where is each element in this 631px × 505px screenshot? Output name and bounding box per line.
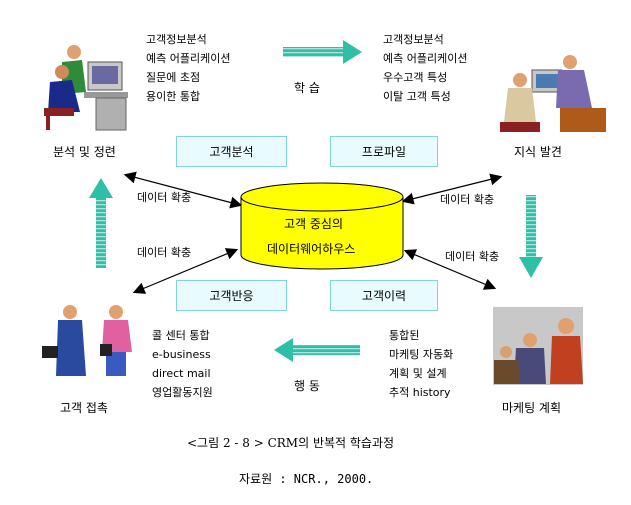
arrow-learning — [283, 40, 362, 64]
list-item: 영업활동지원 — [152, 386, 213, 399]
link-planning-dw — [403, 249, 497, 290]
list-item: direct mail — [152, 367, 211, 380]
list-item: 마케팅 자동화 — [389, 348, 454, 361]
bottom-left-list: 콜 센터 통합 e-business direct mail 영업활동지원 — [152, 326, 213, 402]
list-item: 예측 어플리케이션 — [383, 52, 468, 65]
list-item: 예측 어플리케이션 — [146, 52, 231, 65]
node-contact: 고객 접촉 — [60, 401, 108, 415]
discovery-illustration — [500, 55, 606, 132]
box-profile: 프로파일 — [330, 136, 438, 167]
node-analysis: 분석 및 정련 — [53, 145, 116, 159]
arrow-action — [274, 338, 360, 362]
list-item: 우수고객 특성 — [383, 71, 448, 84]
link-analysis-dw — [123, 171, 243, 209]
list-item: 콜 센터 통합 — [152, 329, 210, 342]
data-extension-label: 데이터 확충 — [445, 250, 500, 263]
dw-title-line1: 고객 중심의 — [284, 217, 344, 231]
arrow-down-right — [519, 195, 543, 278]
data-extension-label: 데이터 확충 — [137, 191, 192, 204]
box-customer-history: 고객이력 — [330, 280, 438, 311]
data-extension-label: 데이터 확충 — [137, 246, 192, 259]
data-warehouse-cylinder — [240, 182, 404, 270]
analyst-illustration — [44, 45, 128, 131]
learning-label: 학 습 — [294, 81, 320, 95]
box-customer-response: 고객반응 — [176, 280, 287, 311]
data-extension-label: 데이터 확충 — [440, 193, 495, 206]
box-customer-analysis: 고객분석 — [176, 136, 287, 167]
contact-illustration — [42, 305, 132, 376]
node-planning: 마케팅 계획 — [502, 401, 562, 415]
list-item: 용이한 통합 — [146, 90, 201, 103]
list-item: 이탈 고객 특성 — [383, 90, 451, 103]
top-right-list: 고객정보분석 예측 어플리케이션 우수고객 특성 이탈 고객 특성 — [383, 30, 467, 106]
list-item: 질문에 초점 — [146, 71, 201, 84]
list-item: 추적 history — [389, 386, 451, 399]
bottom-right-list: 통합된 마케팅 자동화 계획 및 설계 추적 history — [389, 326, 453, 402]
list-item: 고객정보분석 — [383, 33, 444, 46]
list-item: 고객정보분석 — [146, 33, 207, 46]
link-discovery-dw — [401, 173, 503, 205]
dw-title-line2: 데이터웨어하우스 — [267, 242, 356, 256]
arrow-up-left — [89, 178, 113, 268]
meeting-illustration — [493, 307, 583, 385]
node-discovery: 지식 발견 — [514, 145, 562, 159]
link-contact-dw — [132, 248, 239, 294]
action-label: 행 동 — [294, 379, 320, 393]
figure-source: 자료원 : NCR., 2000. — [239, 472, 374, 486]
list-item: 통합된 — [389, 329, 420, 342]
top-left-list: 고객정보분석 예측 어플리케이션 질문에 초점 용이한 통합 — [146, 30, 230, 106]
list-item: e-business — [152, 348, 211, 361]
figure-caption: <그림 2 - 8 > CRM의 반복적 학습과정 — [187, 436, 395, 450]
list-item: 계획 및 설계 — [389, 367, 447, 380]
